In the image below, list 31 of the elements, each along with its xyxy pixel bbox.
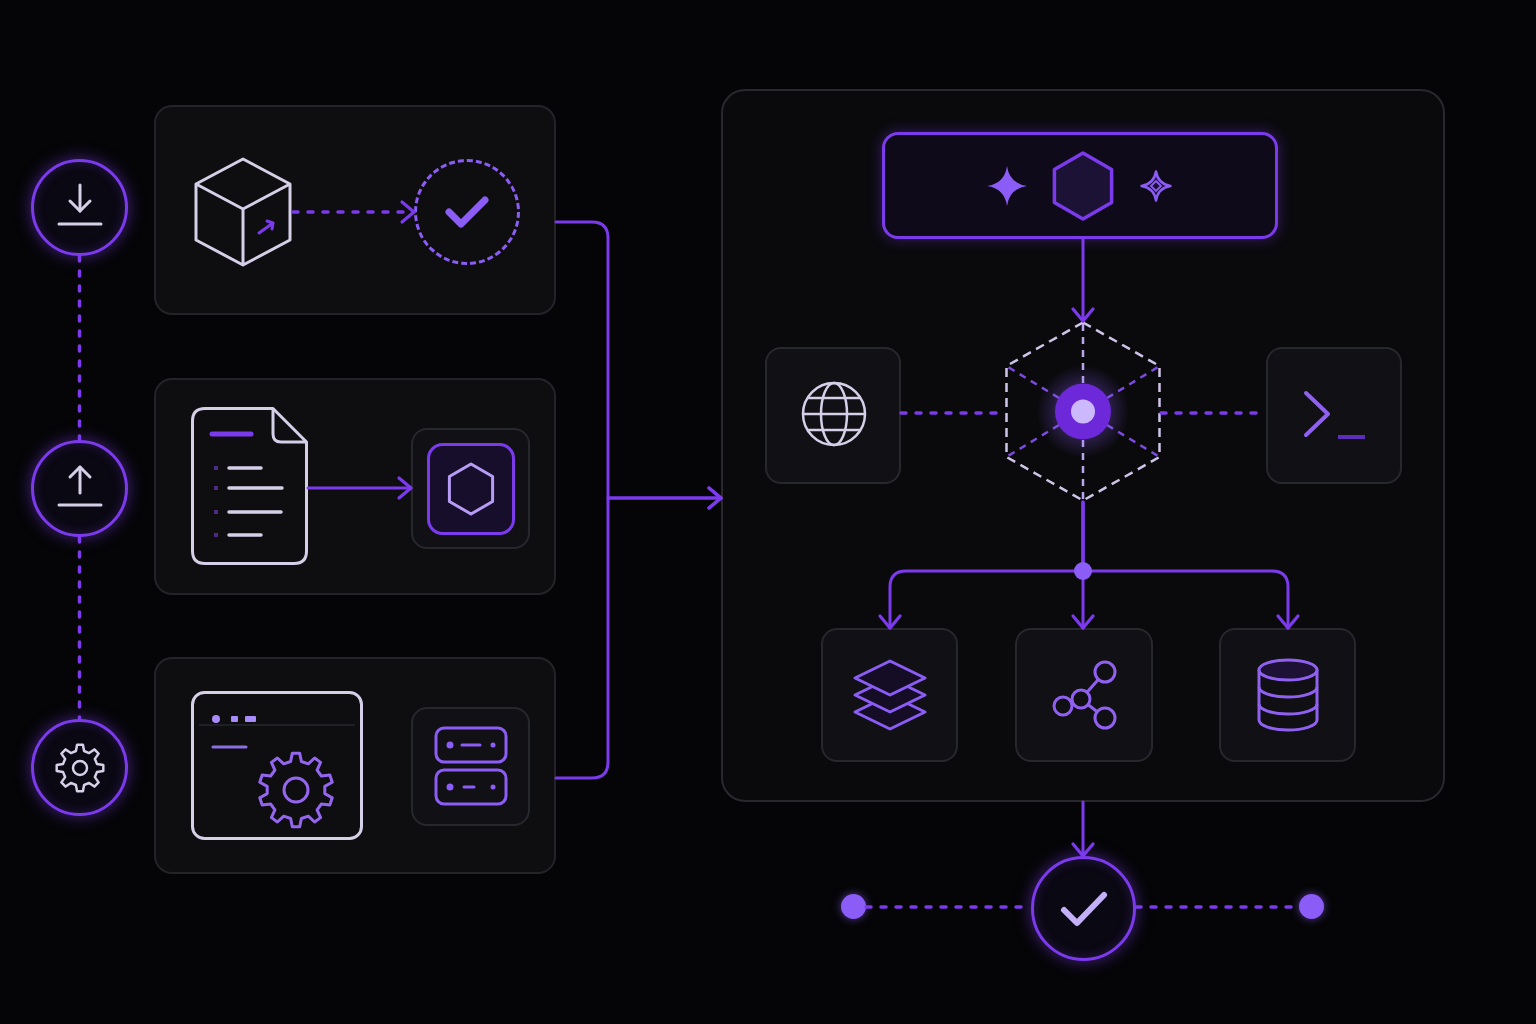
arrow <box>1071 800 1095 858</box>
arrow <box>306 476 413 500</box>
dot-icon <box>1299 894 1324 919</box>
icon-tile <box>821 628 958 762</box>
document-icon <box>191 407 308 565</box>
step-card <box>154 378 556 595</box>
settings-window-icon <box>191 691 363 840</box>
dot-icon <box>841 894 866 919</box>
arrow <box>1071 237 1095 323</box>
icon-tile <box>1266 347 1402 484</box>
status-circle <box>1031 856 1136 961</box>
wireframe-cube-icon <box>1005 321 1161 502</box>
dotted-line <box>77 535 82 721</box>
icon-tile <box>411 428 530 549</box>
highlight-bar <box>882 132 1278 239</box>
icon-tile <box>765 347 901 484</box>
step-circle <box>31 159 128 256</box>
icon-tile <box>411 707 530 826</box>
dotted-arrow <box>291 200 416 224</box>
process-panel <box>721 89 1445 802</box>
check-circle <box>414 159 520 265</box>
arrow <box>1081 500 1300 630</box>
bracket-arrow <box>554 486 723 780</box>
icon-tile <box>1219 628 1356 762</box>
cube-icon <box>193 157 293 267</box>
step-circle <box>31 440 128 537</box>
step-card <box>154 105 556 315</box>
dotted-line <box>77 254 82 442</box>
icon-tile <box>1015 628 1153 762</box>
step-circle <box>31 719 128 816</box>
step-card <box>154 657 556 874</box>
